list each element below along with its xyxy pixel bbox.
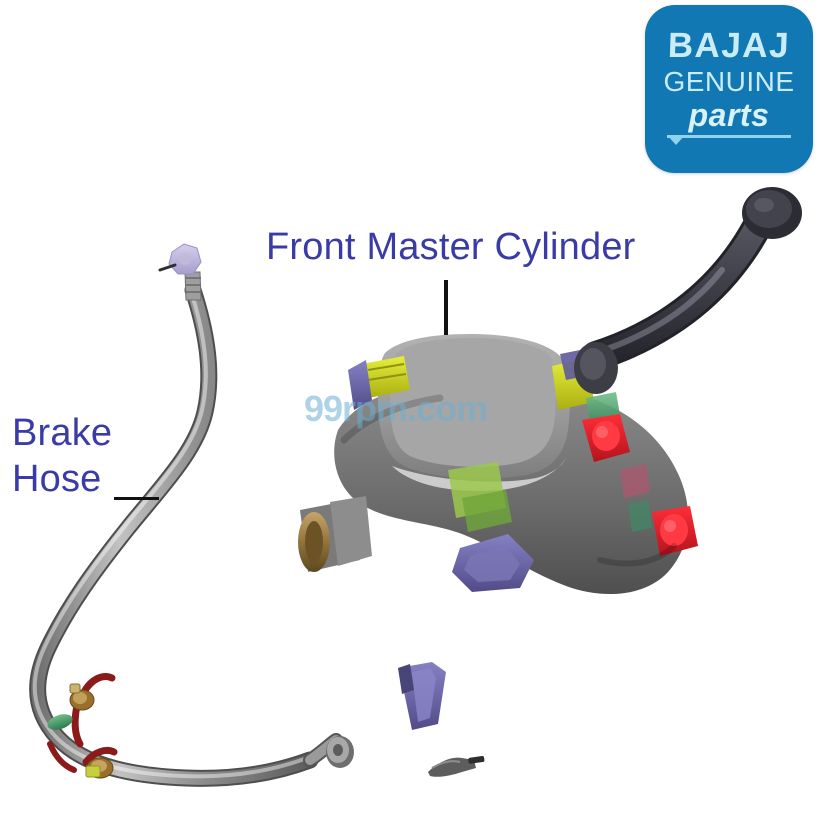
- label-brake-hose: Brake Hose: [12, 412, 113, 500]
- part-brake-hose: [29, 243, 354, 787]
- purple-bracket-assembly: [452, 534, 534, 592]
- red-adjuster-upper: [582, 414, 630, 462]
- red-adjuster-lower: [652, 506, 698, 556]
- logo-text-genuine: GENUINE: [663, 66, 795, 97]
- purple-seal-left: [348, 360, 372, 410]
- label-brake-hose-line1: Brake: [12, 412, 113, 454]
- part-front-master-cylinder: [298, 334, 698, 595]
- leader-line-brake-hose: [114, 497, 159, 500]
- logo-tick-mark: [667, 135, 685, 145]
- part-purple-bracket-small: [398, 662, 446, 730]
- bajaj-genuine-parts-logo: BAJAJ GENUINE parts: [645, 5, 813, 173]
- logo-text-bajaj: BAJAJ: [667, 26, 791, 65]
- hose-upper-banjo-fitting: [158, 243, 202, 275]
- hose-lower-clamps: [47, 673, 118, 779]
- hose-lower-banjo-eye: [326, 736, 354, 768]
- logo-text-parts: parts: [688, 97, 770, 133]
- part-small-bolt: [428, 756, 485, 777]
- leader-line-front-master-cylinder: [444, 280, 448, 335]
- logo-underline: [667, 135, 791, 138]
- label-brake-hose-line2: Hose: [12, 457, 102, 500]
- hose-upper-ferrule: [184, 271, 202, 301]
- part-brake-lever: [581, 187, 802, 371]
- label-front-master-cylinder: Front Master Cylinder: [266, 226, 636, 268]
- brass-outlet-port: [298, 496, 372, 572]
